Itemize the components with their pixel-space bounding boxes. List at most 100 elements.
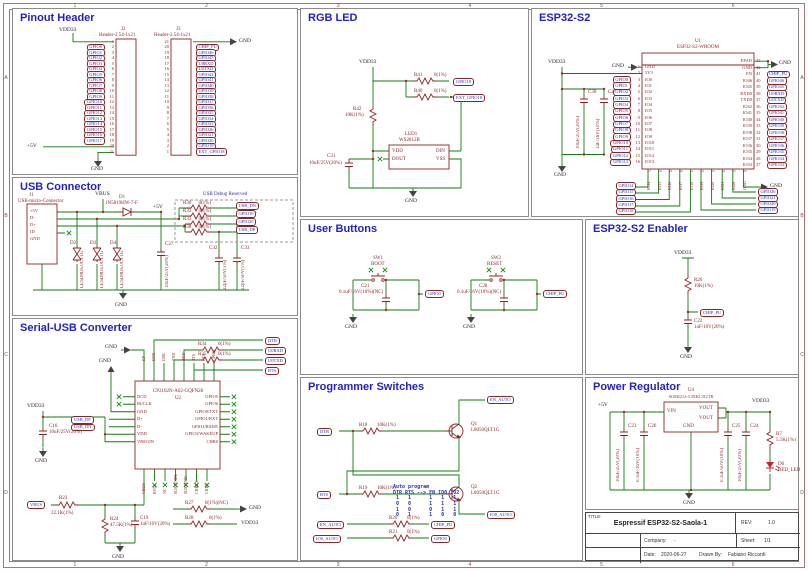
led1-ref: LED1 <box>405 132 418 137</box>
pin-number: 33 <box>756 123 761 128</box>
u1-bottom-pins: 17 IO14 18 IO15 19 IO16 20 IO17 <box>644 169 750 190</box>
pin-name: IO3 <box>645 95 652 101</box>
section-title: ESP32-S2 <box>539 12 591 24</box>
pin-row: CHR0 <box>179 438 218 446</box>
pin-item: SUSPEND <box>181 472 192 494</box>
section-title: Pinout Header <box>20 12 95 24</box>
pin-name: CHR0 <box>206 438 218 444</box>
pin-number: 21 <box>109 148 115 154</box>
row3: Date: 2020-06-27 Drawn By: Fabiano Ricca… <box>586 547 800 563</box>
net-flag: GPIO19 <box>236 210 257 218</box>
pin-name: IO1 <box>645 82 652 88</box>
pin-name: 3V3 <box>645 70 653 76</box>
pin-item: SUSPENDb <box>171 472 182 494</box>
r24-ref: R24 <box>110 517 119 522</box>
pin-row: IO7 <box>645 121 655 127</box>
frame-col-label: 5 <box>600 562 603 568</box>
pin-number: 8 <box>637 108 640 114</box>
section-title: Programmer Switches <box>308 381 425 393</box>
pin-row: GPIO0/TXT <box>179 408 218 416</box>
pin-number: 15 <box>109 115 115 121</box>
net-flag: USB_DP <box>236 226 258 234</box>
pin-number: 17 <box>164 60 170 66</box>
pin-number: 40 <box>756 77 761 83</box>
pin-name: D+ <box>137 416 143 421</box>
gnd-label: GND <box>239 38 251 44</box>
pin-name: EPAD <box>740 58 752 63</box>
pin-number: 43 <box>756 58 761 63</box>
d4-ref: D4 <box>110 241 117 246</box>
gnd-label: GND <box>405 198 417 204</box>
pin-number: 13 <box>635 140 641 146</box>
pin-row: IO37 <box>712 136 752 143</box>
pin-name: IO26 <box>731 181 737 190</box>
pin-item: DSR <box>159 343 169 361</box>
pin-row: IO2 <box>645 89 655 95</box>
pin-name: TXD0 <box>740 97 753 102</box>
pin-name: IO45 <box>742 84 752 89</box>
pin-number: 15 <box>635 152 641 158</box>
c24-value: 10uF/25V(20%) <box>738 449 743 482</box>
pin-number: 5 <box>111 60 114 66</box>
pin-row: GPIO13 16 <box>580 158 640 167</box>
power-flag-vdd33: VDD33 <box>548 59 566 65</box>
pin-name: IO21 <box>720 181 726 190</box>
pin-name: VSS <box>436 157 446 162</box>
pin-number: 21 <box>689 169 694 173</box>
pin-number: 20 <box>679 169 683 173</box>
c28-value: 0.1uF/16V(10%)(NC) <box>457 290 502 295</box>
pin-name: TXD <box>171 352 176 361</box>
capacitor-symbol <box>381 293 391 306</box>
pin-number: 19 <box>164 49 170 55</box>
pin-row: 1 EXT_GPIO18 <box>159 148 227 156</box>
table-line: 1 0 0 1 1 <box>393 506 457 513</box>
debug-row: R33 0(1%) GPIO20 <box>183 215 293 226</box>
capacitor-symbol <box>619 427 629 440</box>
pin-number: 6 <box>111 66 114 72</box>
section-serial-usb: Serial-USB Converter CP2102N-A02-GQFN28 … <box>12 318 298 561</box>
gnd-symbol <box>557 162 567 173</box>
frame-outer <box>3 3 805 568</box>
gnd-symbol <box>38 447 48 458</box>
pin-item: 26 GND <box>739 169 750 189</box>
pin-name: IO42 <box>742 103 752 109</box>
section-title: Serial-USB Converter <box>20 322 132 334</box>
pin-name: IO13 <box>645 159 655 165</box>
d4-part: LESD8D5.0CT1G <box>120 250 125 288</box>
pin-name: GPIO5 <box>205 393 218 399</box>
net-flag: GPIO33 <box>766 161 787 169</box>
pin-row: DCD <box>137 393 154 401</box>
no-connect-icon <box>231 439 237 445</box>
push-button-symbol <box>488 272 504 282</box>
net-flag-chip-pu: CHIP_PU <box>431 521 456 529</box>
net-flag: GPIO19 <box>758 206 779 215</box>
r18-ref: R18 <box>359 423 368 428</box>
usb-debug-reserved-label: USB Debug Reserved <box>203 192 248 197</box>
pin-row: GPIO6 <box>179 401 218 409</box>
serial-art <box>38 339 263 553</box>
pin-number: 17 <box>109 126 115 132</box>
pin-row: 42 <box>756 65 790 72</box>
r40-ref: R40 <box>414 89 423 94</box>
power-flag-5v: +5V <box>153 204 163 210</box>
table-line: DTR RTS --> EN IO0 IO2 <box>393 489 460 496</box>
gnd-label: GND <box>35 458 47 464</box>
pin-name: EN <box>746 71 752 76</box>
net-flag-rts: RTS <box>265 367 279 375</box>
c16-ref: C16 <box>49 424 58 429</box>
r20-value: 0(1%) <box>407 516 420 521</box>
resistor-ref: R32 <box>183 208 192 214</box>
no-connect-icon <box>66 230 72 236</box>
pin-item: 19 IO16 <box>665 169 676 189</box>
pin-name: D- <box>137 423 142 429</box>
title-block: TITLE: Espressif ESP32-S2-Saola-1 REV: 1… <box>585 512 800 563</box>
net-flag: GPIO20 <box>236 218 257 226</box>
pin-item: 24 IO21 <box>718 169 729 190</box>
pin-name: IO12 <box>645 152 655 158</box>
section-esp32s2: ESP32-S2 U1 ESP32-S2-WROOM VDD33 GND GND… <box>531 8 799 217</box>
frame-row-label: B <box>800 213 804 220</box>
pin-number: 18 <box>658 169 662 173</box>
c30-ref: C30 <box>588 90 597 95</box>
u1-left-flags: 1 2 GPIO0 3 GPIO1 4 GPIO2 <box>580 64 641 167</box>
